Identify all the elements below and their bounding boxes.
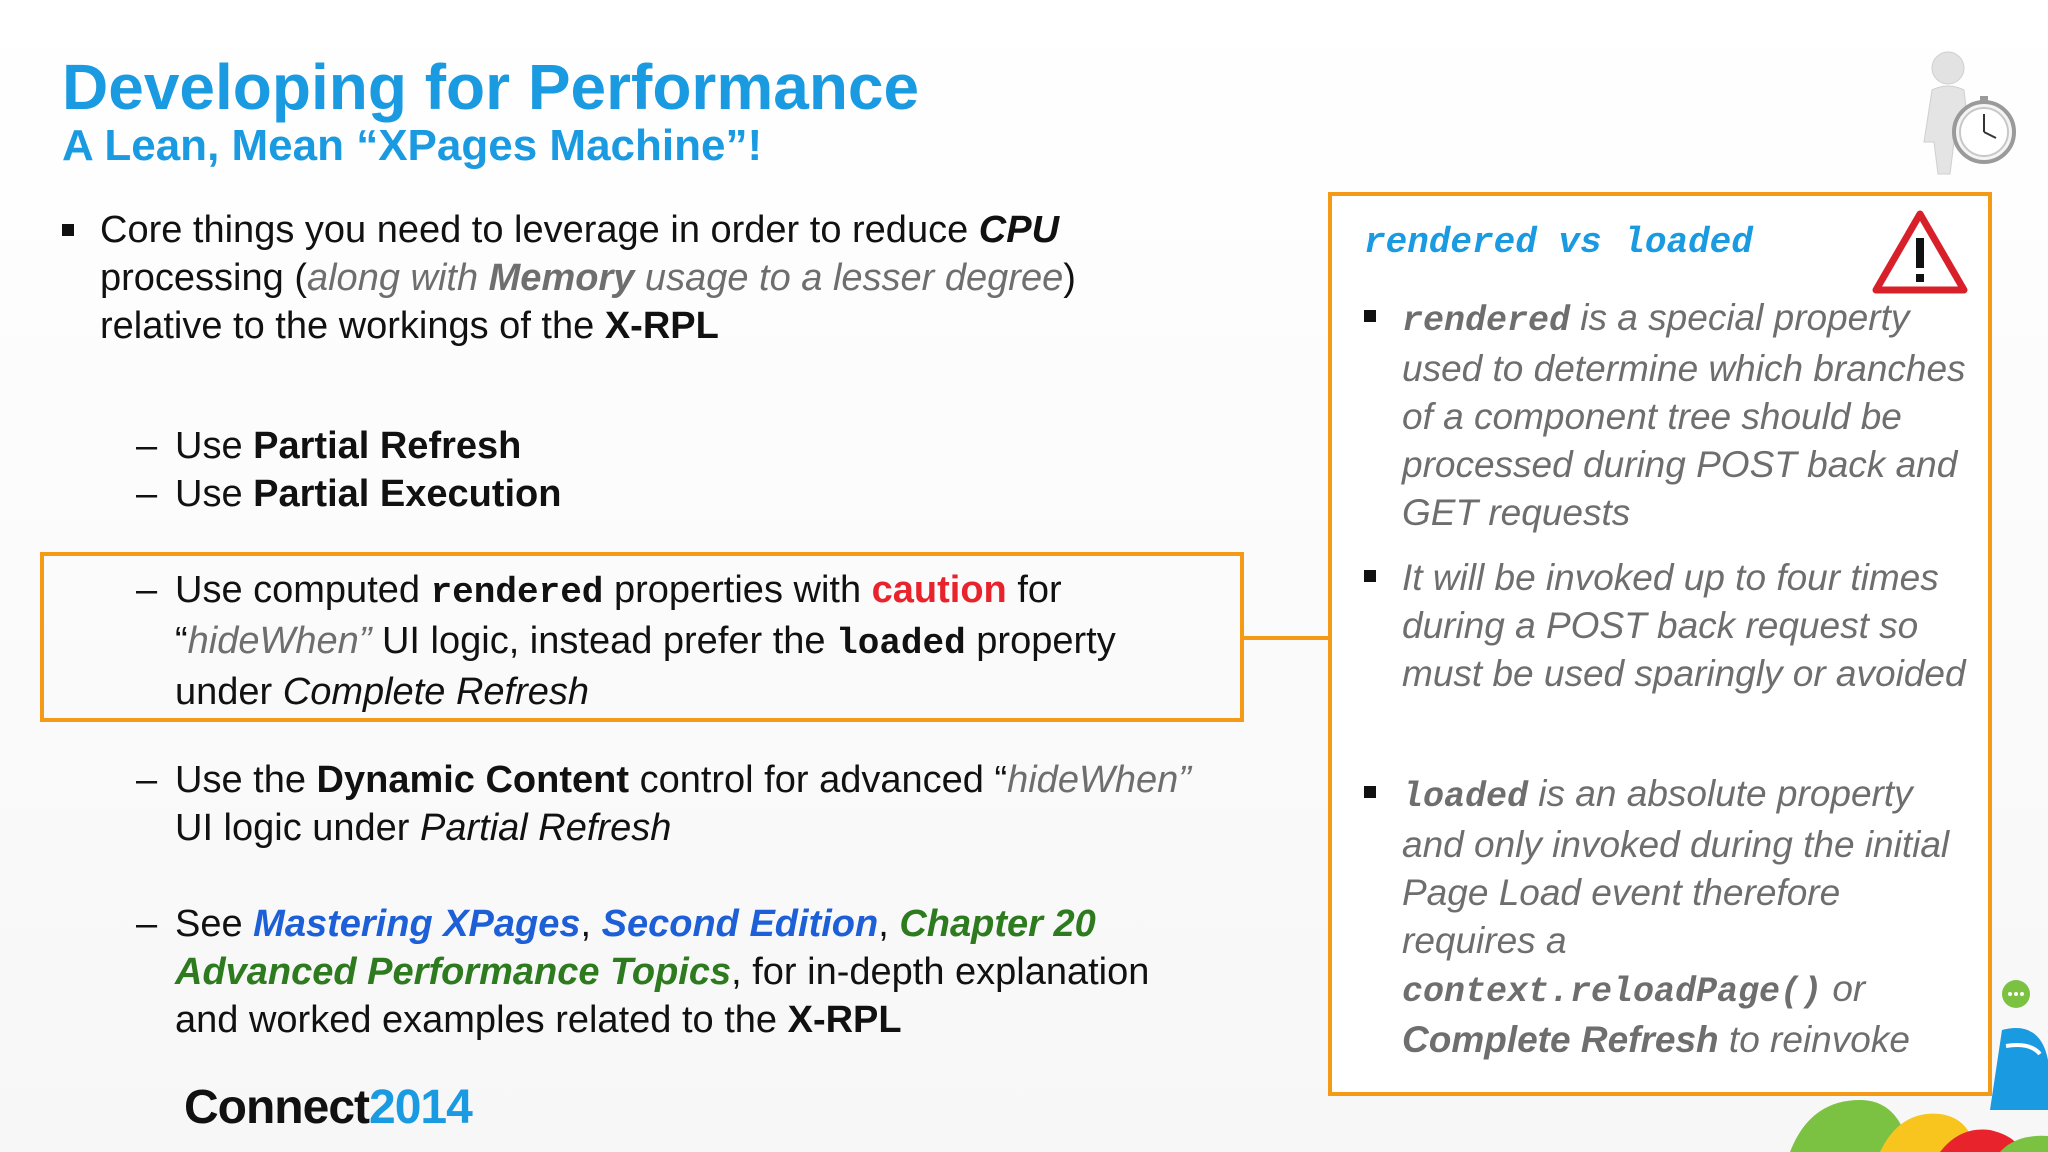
- warning-triangle-icon: [1872, 210, 1968, 294]
- sub-bullet-computed-rendered: – Use computed rendered properties with …: [136, 566, 1196, 716]
- square-bullet-icon: [1364, 786, 1376, 798]
- square-bullet-icon: [62, 224, 74, 236]
- rendered-vs-loaded-panel: rendered vs loaded rendered is a special…: [1328, 192, 1992, 1096]
- edition-link[interactable]: Second Edition: [601, 903, 879, 945]
- sub-bullet-partial-execution: – Use Partial Execution: [136, 470, 1196, 518]
- sub-bullet-see-reference: – See Mastering XPages, Second Edition, …: [136, 900, 1196, 1044]
- square-bullet-icon: [1364, 310, 1376, 322]
- sub-bullet-dynamic-content: – Use the Dynamic Content control for ad…: [136, 756, 1196, 852]
- dash-marker: –: [136, 569, 158, 611]
- dash-marker: –: [136, 759, 158, 801]
- stopwatch-figure-icon: [1923, 51, 2016, 175]
- dash-marker: –: [136, 425, 158, 467]
- dash-marker: –: [136, 473, 158, 515]
- slide-subtitle: A Lean, Mean “XPages Machine”!: [62, 121, 763, 170]
- book-title-link[interactable]: Mastering XPages: [253, 903, 581, 945]
- highlight-box: [40, 552, 1244, 722]
- square-bullet-icon: [1364, 570, 1376, 582]
- main-bullet-text: Core things you need to leverage in orde…: [100, 209, 1076, 347]
- panel-bullet-rendered: rendered is a special property used to d…: [1364, 294, 1970, 537]
- dash-marker: –: [136, 903, 158, 945]
- slide-title: Developing for Performance: [62, 51, 920, 123]
- corner-decoration: [1790, 980, 2048, 1152]
- connect-2014-logo: Connect2014: [184, 1081, 473, 1134]
- panel-bullet-invoked: It will be invoked up to four times duri…: [1364, 554, 1970, 698]
- panel-heading: rendered vs loaded: [1364, 222, 1753, 263]
- sub-bullet-partial-refresh: – Use Partial Refresh: [136, 422, 1196, 470]
- panel-bullet-loaded: loaded is an absolute property and only …: [1364, 770, 1970, 1064]
- main-bullet: Core things you need to leverage in orde…: [62, 206, 1182, 350]
- connector-line: [1244, 636, 1328, 640]
